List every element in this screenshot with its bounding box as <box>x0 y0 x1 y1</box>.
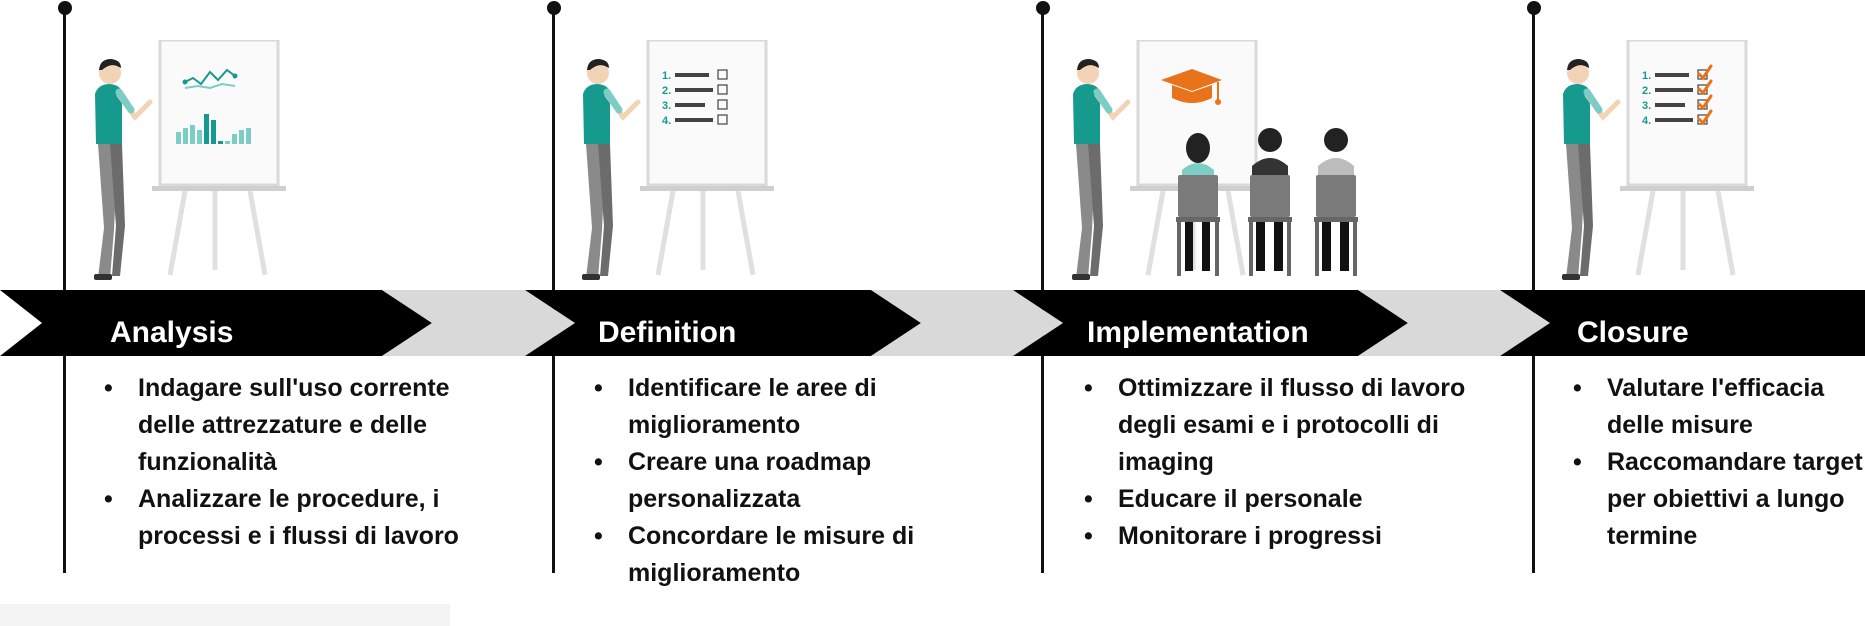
graduation-cap-icon <box>1161 69 1222 105</box>
bottom-strip <box>0 604 450 626</box>
checklist-number: 4. <box>662 115 671 127</box>
definition-bullet-list: Identificare le aree di miglioramento Cr… <box>590 370 930 592</box>
timeline-dot-4 <box>1527 1 1541 15</box>
analysis-bullet-list: Indagare sull'uso corrente delle attrezz… <box>100 370 500 555</box>
chevron-definition <box>525 290 921 356</box>
timeline-dot-1 <box>58 1 72 15</box>
list-item: Indagare sull'uso corrente delle attrezz… <box>100 370 500 481</box>
phase-title-implementation: Implementation <box>1087 316 1309 349</box>
chevron-connector-3 <box>1358 290 1550 356</box>
list-item: Monitorare i progressi <box>1080 518 1520 555</box>
chevron-connector-1 <box>382 290 575 356</box>
list-item: Educare il personale <box>1080 481 1520 518</box>
bar-chart-icon <box>176 114 251 144</box>
phase-title-definition: Definition <box>598 316 737 349</box>
checklist-number: 1. <box>662 70 671 82</box>
process-chevron-band <box>0 290 1865 356</box>
checklist-number: 1. <box>1642 70 1651 82</box>
checklist-number: 4. <box>1642 115 1651 127</box>
chevron-connector-2 <box>871 290 1063 356</box>
checklist-number: 3. <box>1642 100 1651 112</box>
phase-title-closure: Closure <box>1577 316 1689 349</box>
checklist-icon: 1. 2. 3. 4. <box>662 69 728 127</box>
closure-illustration: 1. 2. 3. 4. <box>1562 40 1754 280</box>
presenter-figure <box>1072 59 1131 280</box>
chevron-closure <box>1500 290 1865 356</box>
checkmark-icon <box>1697 64 1713 125</box>
presenter-figure <box>1562 59 1621 280</box>
definition-illustration: 1. 2. 3. 4. <box>582 40 774 280</box>
checklist-number: 2. <box>1642 85 1651 97</box>
audience-figures <box>1176 128 1358 276</box>
flipchart-easel <box>1620 40 1754 276</box>
chevron-implementation <box>1013 290 1408 356</box>
implementation-illustration <box>1072 40 1358 280</box>
timeline-dot-2 <box>547 1 561 15</box>
list-item: Ottimizzare il flusso di lavoro degli es… <box>1080 370 1520 481</box>
phase-title-analysis: Analysis <box>110 316 234 349</box>
list-item: Creare una roadmap personalizzata <box>590 444 930 518</box>
list-item: Identificare le aree di miglioramento <box>590 370 930 444</box>
presenter-figure <box>582 59 641 280</box>
chevron-analysis <box>0 290 432 356</box>
analysis-illustration <box>94 40 286 280</box>
checklist-number: 3. <box>662 100 671 112</box>
presenter-figure <box>94 59 153 280</box>
checklist-number: 2. <box>662 85 671 97</box>
timeline-dot-3 <box>1036 1 1050 15</box>
line-chart-icon <box>182 68 238 90</box>
list-item: Valutare l'efficacia delle misure <box>1569 370 1865 444</box>
list-item: Concordare le misure di miglioramento <box>590 518 930 592</box>
closure-bullet-list: Valutare l'efficacia delle misure Raccom… <box>1569 370 1865 555</box>
list-item: Raccomandare target per obiettivi a lung… <box>1569 444 1865 555</box>
list-item: Analizzare le procedure, i processi e i … <box>100 481 500 555</box>
flipchart-easel <box>152 40 286 276</box>
flipchart-easel <box>640 40 774 276</box>
implementation-bullet-list: Ottimizzare il flusso di lavoro degli es… <box>1080 370 1520 555</box>
